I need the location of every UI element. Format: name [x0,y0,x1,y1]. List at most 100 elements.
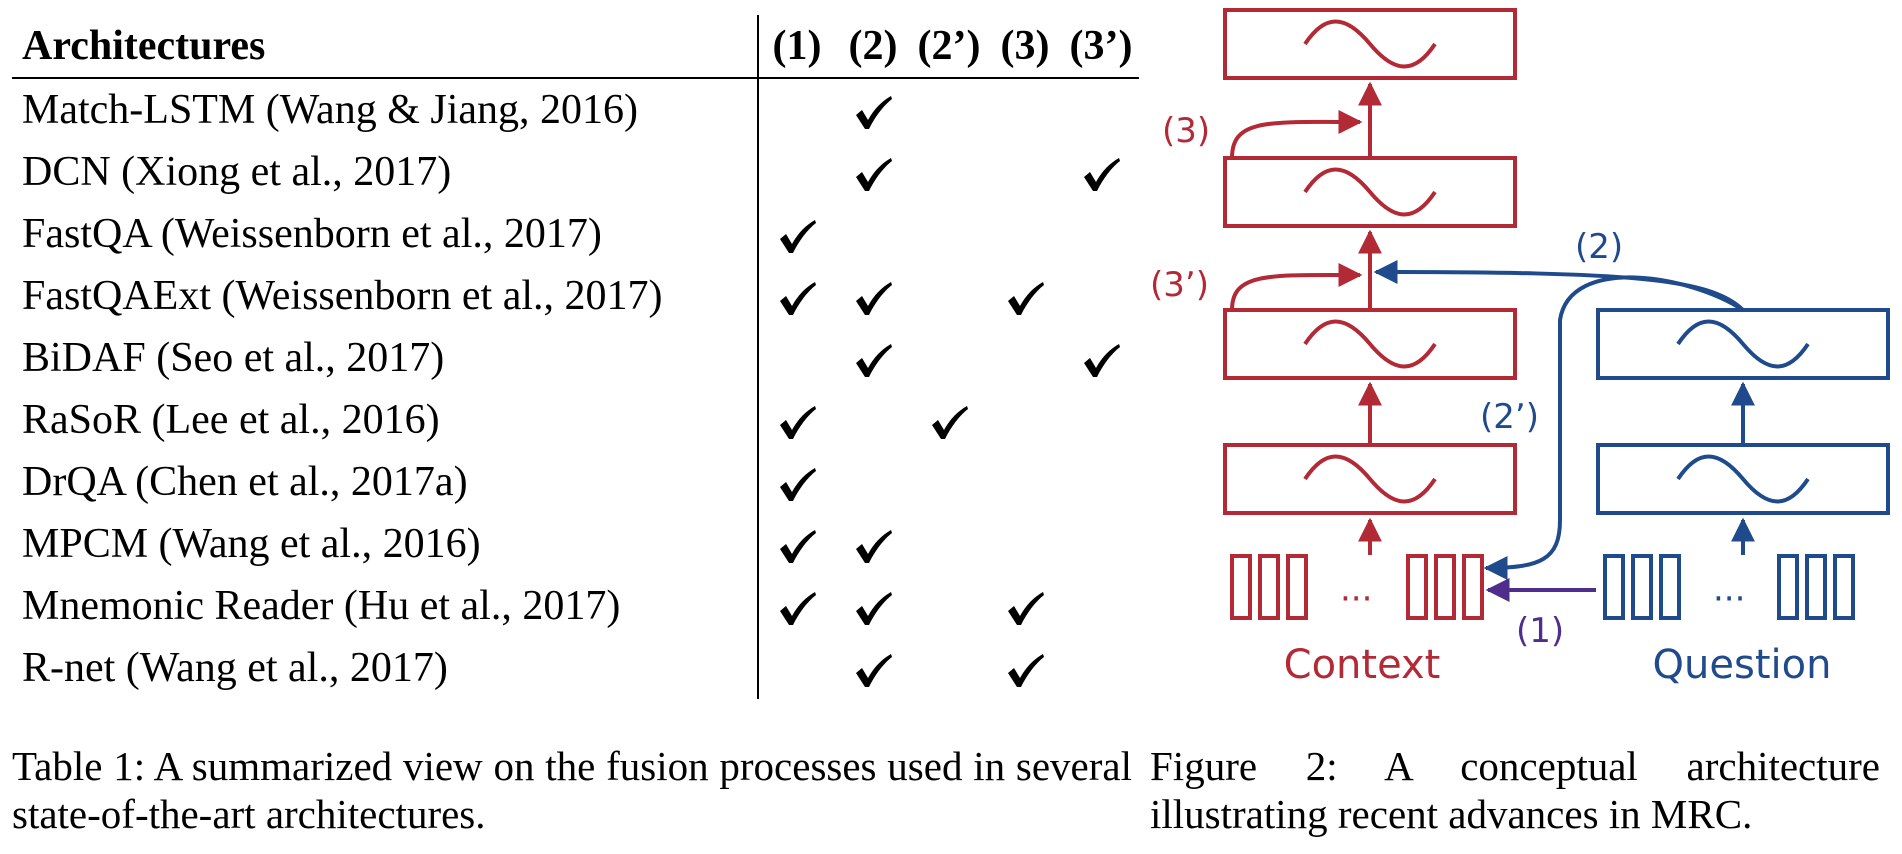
check-cell [987,513,1063,575]
check-icon [780,530,816,564]
label-3-prime: (3’) [1150,265,1209,305]
check-icon [856,158,892,192]
table-caption: Table 1: A summarized view on the fusion… [12,743,1132,837]
check-cell [835,327,911,389]
table-body: Match-LSTM (Wang & Jiang, 2016) DCN (Xion… [12,78,1139,699]
column-header-2: (2) [835,15,911,79]
check-icon [780,220,816,254]
check-cell [911,389,987,451]
check-cell [987,637,1063,699]
check-icon [856,344,892,378]
check-cell [987,203,1063,265]
check-cell [987,141,1063,203]
check-icon [780,592,816,626]
architecture-name: DrQA (Chen et al., 2017a) [22,459,468,505]
architecture-name: FastQA (Weissenborn et al., 2017) [22,211,602,257]
check-icon [780,468,816,502]
context-label: Context [1284,642,1441,688]
context-top-wave-icon [1303,19,1437,69]
table-header-row: Architectures (1) (2) (2’) (3) (3’) [12,15,1139,79]
architecture-name: RaSoR (Lee et al., 2016) [22,397,440,443]
architecture-table: Architectures (1) (2) (2’) (3) (3’) Matc… [12,15,1139,699]
arrow-2-prime-fusion [1483,275,1745,580]
check-cell [911,637,987,699]
context-ellipsis: ··· [1340,579,1372,619]
check-cell [757,451,835,513]
check-icon [856,282,892,316]
check-icon [856,592,892,626]
check-cell [835,203,911,265]
check-cell [757,78,835,141]
question-ellipsis: ··· [1713,579,1745,619]
table-row: Mnemonic Reader (Hu et al., 2017) [12,575,1139,637]
check-icon [780,282,816,316]
check-icon [1084,344,1120,378]
check-icon [1008,592,1044,626]
check-cell [1063,141,1139,203]
check-cell [757,265,835,327]
architecture-name: R-net (Wang et al., 2017) [22,645,448,691]
architectures-header: Architectures [12,15,758,79]
question-label: Question [1653,642,1832,688]
check-cell [835,451,911,513]
check-cell [757,389,835,451]
check-cell [1063,513,1139,575]
context-top-layer [1223,8,1517,80]
question-stack [1373,260,1890,620]
label-3: (3) [1162,111,1210,151]
check-cell [757,141,835,203]
table-row: Match-LSTM (Wang & Jiang, 2016) [12,78,1139,141]
check-cell [987,78,1063,141]
label-2: (2) [1575,227,1623,267]
table-row: R-net (Wang et al., 2017) [12,637,1139,699]
check-icon [856,530,892,564]
check-cell [1063,203,1139,265]
context-layer-1-wave-icon [1303,454,1437,504]
table-row: MPCM (Wang et al., 2016) [12,513,1139,575]
check-cell [911,513,987,575]
check-cell [835,389,911,451]
column-header-3-prime: (3’) [1063,15,1139,79]
context-layer-3-wave-icon [1303,167,1437,217]
check-cell [835,141,911,203]
check-cell [835,513,911,575]
arrow-3-prime-skip [1230,262,1363,311]
check-cell [911,203,987,265]
check-icon [780,406,816,440]
question-token-boxes [1603,554,1855,620]
check-icon [932,406,968,440]
question-layer-2-wave-icon [1676,319,1810,369]
check-cell [987,389,1063,451]
architecture-name: FastQAExt (Weissenborn et al., 2017) [22,273,663,319]
conceptual-architecture-figure: (3) (3’) (2) (2’) (1) ··· ··· Context Qu… [1150,8,1890,688]
check-cell [1063,637,1139,699]
check-cell [835,575,911,637]
check-cell [1063,327,1139,389]
check-cell [987,451,1063,513]
check-cell [1063,265,1139,327]
column-header-1: (1) [757,15,835,79]
check-icon [1008,282,1044,316]
table-row: DrQA (Chen et al., 2017a) [12,451,1139,513]
question-layer-1-wave-icon [1676,454,1810,504]
architecture-name: DCN (Xiong et al., 2017) [22,149,452,195]
table-row: DCN (Xiong et al., 2017) [12,141,1139,203]
check-cell [835,637,911,699]
check-cell [1063,78,1139,141]
check-cell [835,265,911,327]
check-cell [911,78,987,141]
check-icon [856,654,892,688]
table-row: FastQAExt (Weissenborn et al., 2017) [12,265,1139,327]
check-cell [1063,451,1139,513]
check-icon [856,96,892,130]
check-cell [757,637,835,699]
table-row: RaSoR (Lee et al., 2016) [12,389,1139,451]
architecture-name: BiDAF (Seo et al., 2017) [22,335,445,381]
figure-caption: Figure 2: A conceptual architecture illu… [1150,743,1880,837]
check-cell [835,78,911,141]
check-cell [911,141,987,203]
architecture-name: Mnemonic Reader (Hu et al., 2017) [22,583,621,629]
table-row: FastQA (Weissenborn et al., 2017) [12,203,1139,265]
table-row: BiDAF (Seo et al., 2017) [12,327,1139,389]
label-1: (1) [1516,611,1564,651]
